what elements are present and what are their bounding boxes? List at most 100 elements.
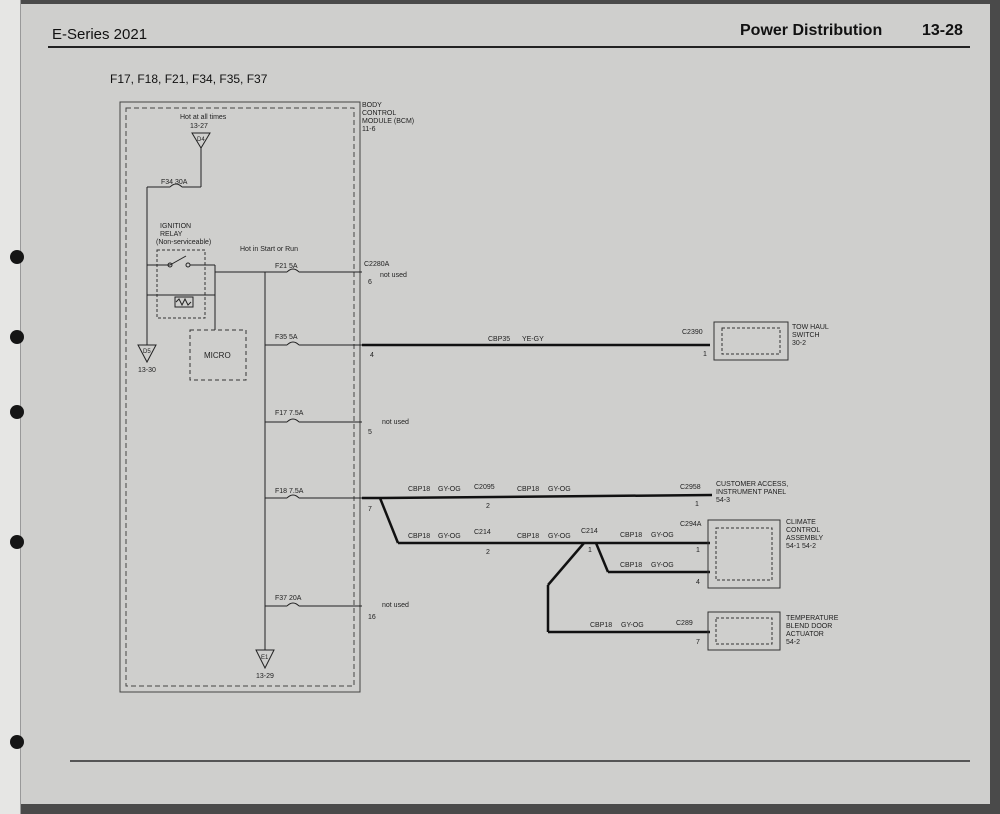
temp-blend-box [707, 611, 781, 651]
svg-text:ACTUATOR: ACTUATOR [786, 631, 824, 638]
svg-text:F35 5A: F35 5A [275, 334, 298, 341]
svg-text:CONTROL: CONTROL [362, 110, 396, 117]
connector-c289-label: C289 [676, 620, 693, 627]
relay-switch-icon [169, 255, 187, 266]
footer-rule [70, 760, 970, 762]
circuit-label: CBP18 [590, 622, 612, 629]
fuse-row-f37: F37 20A 16 not used [265, 595, 409, 621]
header-title: E-Series 2021 [52, 26, 148, 43]
color-label: GY-OG [548, 486, 571, 493]
svg-text:INSTRUMENT PANEL: INSTRUMENT PANEL [716, 489, 786, 496]
svg-text:not used: not used [380, 272, 407, 279]
svg-text:not used: not used [382, 602, 409, 609]
fuse-row-f35: F35 5A 4 [265, 334, 374, 359]
customer-access-label: CUSTOMER ACCESS, INSTRUMENT PANEL 54-3 [716, 481, 788, 504]
climate-control-label: CLIMATE CONTROL ASSEMBLY 54-1 54-2 [786, 519, 824, 550]
circuit-label: CBP18 [408, 486, 430, 493]
svg-text:54-3: 54-3 [716, 497, 730, 504]
binding-ring [10, 735, 24, 749]
svg-text:5: 5 [368, 429, 372, 436]
circuit-label: CBP18 [620, 532, 642, 539]
svg-text:not used: not used [382, 419, 409, 426]
micro-box [189, 329, 247, 381]
bcm-label: BODY CONTROL MODULE (BCM) 11-6 [362, 102, 414, 133]
ignition-relay-label: IGNITION RELAY (Non-serviceable) [156, 223, 211, 246]
fuse-f34-icon [169, 183, 183, 188]
connector-c294a-label: C294A [680, 521, 702, 528]
fuse-icon [286, 268, 300, 273]
circuit-label: CBP18 [517, 533, 539, 540]
fuse-row-f21: F21 5A 6 not used [265, 263, 407, 286]
connector-c214-splice-label: C214 [581, 528, 598, 535]
f34-label: F34 30A [161, 179, 188, 186]
connector-c2958-pin: 1 [695, 501, 699, 508]
circuit-label: CBP18 [408, 533, 430, 540]
ignition-relay-box [156, 249, 206, 319]
connector-c2095-label: C2095 [474, 484, 495, 491]
svg-text:RELAY: RELAY [160, 231, 183, 238]
fuse-icon [286, 494, 300, 499]
svg-text:16: 16 [368, 614, 376, 621]
wire-cbp18 [378, 497, 400, 544]
fuse-icon [286, 418, 300, 423]
connector-d5-ref: 13-30 [138, 367, 156, 374]
connector-e1-label: E1 [261, 655, 269, 661]
connector-c2958-label: C2958 [680, 484, 701, 491]
svg-text:F18 7.5A: F18 7.5A [275, 488, 304, 495]
connector-d5-icon [137, 344, 157, 364]
connector-c214-pin: 2 [486, 549, 490, 556]
svg-text:F17 7.5A: F17 7.5A [275, 410, 304, 417]
connector-c294a-pin1: 1 [696, 547, 700, 554]
connector-c294a-pin2: 4 [696, 579, 700, 586]
svg-text:BLEND DOOR: BLEND DOOR [786, 623, 832, 630]
micro-label: MICRO [204, 351, 231, 360]
circuit-tow-label: CBP35 [488, 336, 510, 343]
connector-c214-label: C214 [474, 529, 491, 536]
hot-at-all-times-label: Hot at all times [180, 114, 227, 121]
svg-text:CLIMATE: CLIMATE [786, 519, 816, 526]
bcm-inner-border [125, 107, 355, 687]
connector-c2095-pin: 2 [486, 503, 490, 510]
connector-c289-pin: 7 [696, 639, 700, 646]
climate-control-inner [715, 527, 773, 581]
svg-text:54-1 54-2: 54-1 54-2 [786, 543, 816, 550]
fuse-row-f17: F17 7.5A 5 not used [265, 410, 409, 436]
fuse-icon [286, 341, 300, 346]
svg-text:F37 20A: F37 20A [275, 595, 302, 602]
svg-text:F21 5A: F21 5A [275, 263, 298, 270]
fuse-row-f18: F18 7.5A 7 [265, 488, 372, 513]
color-label: GY-OG [438, 533, 461, 540]
binding-ring [10, 250, 24, 264]
binding-ring [10, 405, 24, 419]
svg-text:CONTROL: CONTROL [786, 527, 820, 534]
spiral-binding [0, 0, 24, 814]
svg-text:TEMPERATURE: TEMPERATURE [786, 615, 839, 622]
fuse-icon [286, 602, 300, 607]
relay-contact-icon [167, 262, 173, 268]
climate-control-box [707, 519, 781, 589]
svg-text:TOW HAUL: TOW HAUL [792, 324, 829, 331]
svg-text:7: 7 [368, 506, 372, 513]
bcm-outer-border [119, 101, 361, 693]
page-number: 13-28 [922, 22, 963, 39]
tow-haul-switch-box [713, 321, 789, 361]
temp-blend-label: TEMPERATURE BLEND DOOR ACTUATOR 54-2 [786, 615, 839, 646]
fuse-list-title: F17, F18, F21, F34, F35, F37 [110, 72, 268, 86]
connector-c2390-label: C2390 [682, 329, 703, 336]
color-label: GY-OG [651, 532, 674, 539]
manual-page [14, 4, 990, 804]
connector-e1-ref: 13-29 [256, 673, 274, 680]
relay-coil-icon [174, 296, 194, 308]
relay-contact-icon [185, 262, 191, 268]
hot-in-start-run-label: Hot in Start or Run [240, 246, 298, 253]
tow-haul-switch-label: TOW HAUL SWITCH 30-2 [792, 324, 829, 347]
svg-text:MODULE (BCM): MODULE (BCM) [362, 118, 414, 125]
circuit-label: CBP18 [620, 562, 642, 569]
svg-text:54-2: 54-2 [786, 639, 800, 646]
circuit-label: CBP18 [517, 486, 539, 493]
header-rule [48, 46, 970, 48]
connector-c2280a-label: C2280A [364, 261, 390, 268]
temp-blend-inner [715, 617, 773, 645]
svg-text:BODY: BODY [362, 102, 382, 109]
color-label: GY-OG [651, 562, 674, 569]
